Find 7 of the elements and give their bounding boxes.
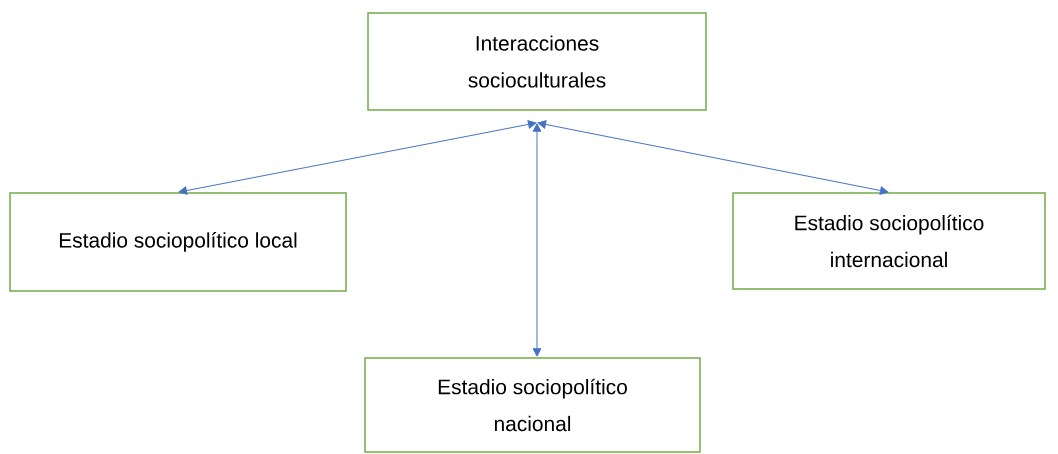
process-box: Estadio sociopolítico internacional: [732, 192, 1046, 290]
process-box: Estadio sociopolítico nacional: [364, 357, 701, 453]
arrow: [178, 120, 537, 195]
arrow: [537, 120, 889, 195]
process-box: Interacciones socioculturales: [367, 12, 707, 111]
arrow: [532, 123, 542, 357]
process-box: Estadio sociopolítico local: [9, 192, 347, 292]
